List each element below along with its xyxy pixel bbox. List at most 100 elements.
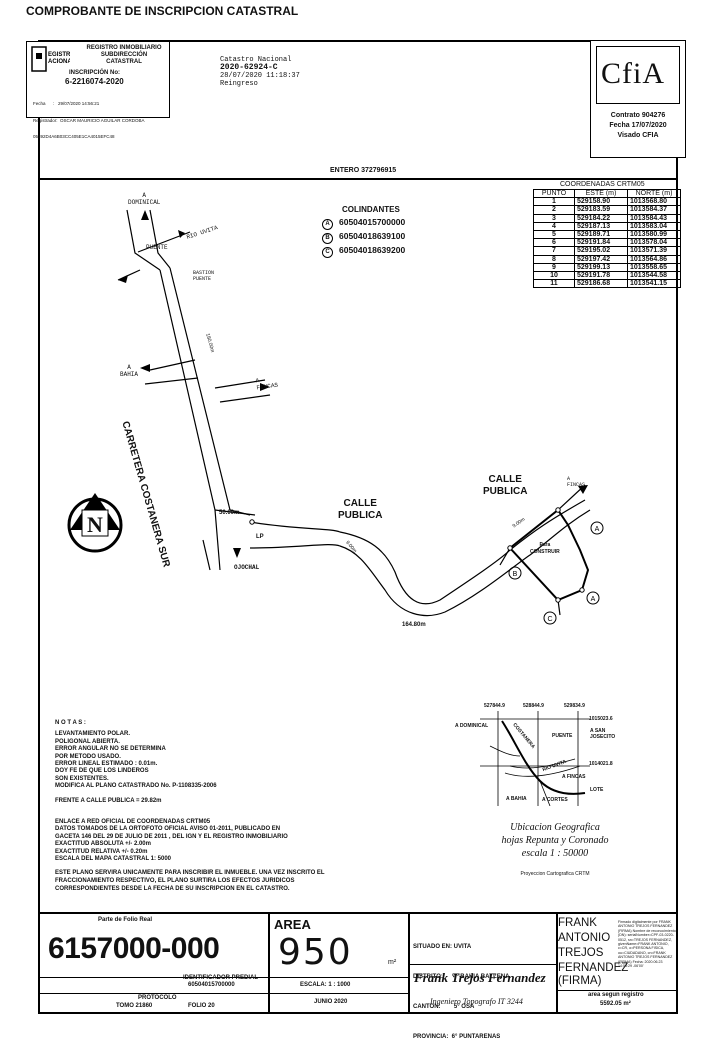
coords-cell: 1013541.15: [627, 279, 681, 289]
colindante-value: 60504018639100: [339, 231, 406, 241]
folio-no: FOLIO 20: [188, 1003, 215, 1009]
survey-point: [507, 545, 513, 551]
signer-name-block: FRANK ANTONIO TREJOS FERNANDEZ (FIRMA): [558, 916, 628, 989]
divider: [38, 912, 676, 914]
divider: [38, 178, 676, 180]
note-line: DOY FE DE QUE LOS LINDEROS: [55, 768, 149, 775]
location-map: 527844.9 528844.9 529834.9 1015023.6 101…: [455, 703, 670, 888]
area-registro-label: area segun registro: [588, 992, 644, 998]
fecha-plano: JUNIO 2020: [314, 999, 348, 1005]
loc-puente: PUENTE: [552, 733, 573, 739]
signer-name-line: FERNANDEZ: [558, 962, 629, 974]
arrow-icon: [578, 485, 588, 494]
lot-boundary: [508, 508, 590, 602]
survey-point: [579, 587, 585, 593]
coords-title: COORDENADAS CRTM05: [560, 181, 645, 188]
loc-cortes: A CORTES: [542, 797, 568, 803]
highway-end: [202, 539, 211, 571]
road-edge: [126, 209, 161, 271]
registry-hash: 05392D4A6B03CC405E1CA4015EFC48: [33, 134, 115, 139]
registry-registrador: Registrador: OSCAR MAURICIO AGUILAR CORD…: [33, 117, 145, 123]
signer-name-line: FRANK: [558, 917, 597, 929]
area-label: AREA: [274, 917, 311, 932]
registry-stamp: EGISTRO ACIONAL REGISTRO INMOBILIARIO SU…: [26, 41, 170, 139]
canton: CANTON: 5° OSA: [413, 1004, 475, 1010]
registry-line1: REGISTRO INMOBILIARIO: [86, 45, 162, 51]
loc-lote: LOTE: [590, 787, 604, 793]
label-lp: LP: [256, 534, 264, 540]
registry-seal-icon: EGISTRO ACIONAL: [31, 46, 76, 72]
inscripcion-number: 6-2216074-2020: [65, 77, 124, 86]
loc-x1: 527844.9: [484, 703, 505, 709]
note-line: EXACTITUD ABSOLUTA +/- 2.00m: [55, 841, 151, 848]
note-line: GACETA 146 DEL 29 DE JULIO DE 2011 , DEL…: [55, 833, 288, 840]
signer-name-line: ANTONIO: [558, 932, 611, 944]
fincas-road: [219, 394, 271, 403]
neighbour-line: [499, 547, 511, 566]
ingeniero: Ingeniero Topografo IT 3244: [430, 997, 523, 1006]
neighbour-a-marker: [590, 521, 604, 535]
arrow-left-icon: [140, 364, 150, 372]
signature: Frank Trejos Fernandez: [414, 970, 546, 985]
loc-dominical: A DOMINICAL: [455, 723, 489, 729]
note-line: ENLACE A RED OFICIAL DE COORDENADAS CRTM…: [55, 819, 211, 826]
registry-line3: CATASTRAL: [106, 59, 142, 65]
note-line: MODIFICA AL PLANO CATASTRADO No. P-11083…: [55, 783, 217, 790]
notes-footer: ESTE PLANO SERVIRA UNICAMENTE PARA INSCR…: [55, 870, 325, 892]
note-line: ERROR LINEAL ESTIMADO : 0.01m.: [55, 761, 158, 768]
signer-name-line: TREJOS: [558, 947, 604, 959]
survey-point: [555, 597, 561, 603]
note-line: FRENTE A CALLE PUBLICA = 29.82m: [55, 797, 162, 804]
north-label: N: [87, 512, 103, 537]
neighbour-b-marker: [508, 566, 522, 580]
label-distance-164: 164.80m: [402, 622, 426, 628]
area-value: 950: [278, 932, 353, 973]
identificador-label: IDENTIFICADOR PREDIAL: [183, 975, 258, 981]
digital-signature-text: Firmado digitalmente por FRANK ANTONIO T…: [618, 920, 676, 969]
calle-publica-upper: [249, 499, 586, 605]
colindantes-title: COLINDANTES: [342, 205, 400, 214]
svg-text:EGISTRO: EGISTRO: [48, 52, 70, 58]
location-sketch: [480, 711, 590, 806]
svg-text:ACIONAL: ACIONAL: [48, 59, 70, 65]
label-ojochal: OJOCHAL: [234, 564, 260, 571]
note-line: SON EXISTENTES.: [55, 775, 109, 782]
label-bahia: A BAHIA: [120, 364, 139, 378]
catastro-date: 28/07/2020 11:18:37: [220, 72, 300, 80]
registry-logo: EGISTRO ACIONAL: [30, 45, 76, 75]
label-distance-50: 50.00m: [219, 510, 240, 516]
north-arrow-icon: [67, 493, 123, 553]
label-fincas: A FINCAS: [255, 377, 279, 392]
loc-bahia: A BAHIA: [506, 796, 527, 802]
highway-edge: [169, 267, 251, 516]
survey-point: [555, 507, 561, 513]
note-line: POLIGONAL ABIERTA.: [55, 738, 120, 745]
label-fincas-2: A FINCAS: [567, 476, 586, 488]
tomo: TOMO 21860: [116, 1003, 153, 1009]
colindante-mark: B: [322, 233, 333, 244]
loc-y2: 1014021.8: [589, 761, 613, 767]
catastro-number: 2020-62924-C: [220, 63, 278, 72]
arrow-up-icon: [141, 210, 149, 220]
document-title: COMPROBANTE DE INSCRIPCION CATASTRAL: [26, 4, 299, 18]
distrito: DISTRITO: 4° BAHIA BALLENA: [413, 974, 510, 980]
notes-title: N O T A S :: [55, 720, 86, 726]
colindante-mark: A: [322, 219, 333, 230]
bahia-road: [149, 359, 196, 371]
area-registro-value: 5592.05 m²: [600, 1001, 631, 1007]
label-bastion: BASTION PUENTE: [193, 270, 215, 282]
road-edge: [149, 209, 171, 269]
loc-caption3: escala 1 : 50000: [521, 848, 589, 859]
situado: SITUADO EN: UVITA: [413, 944, 472, 950]
loc-y1: 1015023.6: [589, 716, 613, 722]
label-calle-publica: CALLE PUBLICA: [338, 498, 383, 521]
label-puente: PUENTE: [146, 244, 168, 251]
note-line: ERROR ANGULAR NO SE DETERMINA: [55, 746, 166, 753]
note-line: LEVANTAMIENTO POLAR.: [55, 731, 130, 738]
signer-name-line: (FIRMA): [558, 975, 602, 987]
catastro-line1: Catastro Nacional: [220, 56, 292, 64]
site-map: A A B C: [67, 209, 604, 625]
highway-cut: [214, 509, 256, 516]
arrow-icon: [178, 230, 185, 238]
